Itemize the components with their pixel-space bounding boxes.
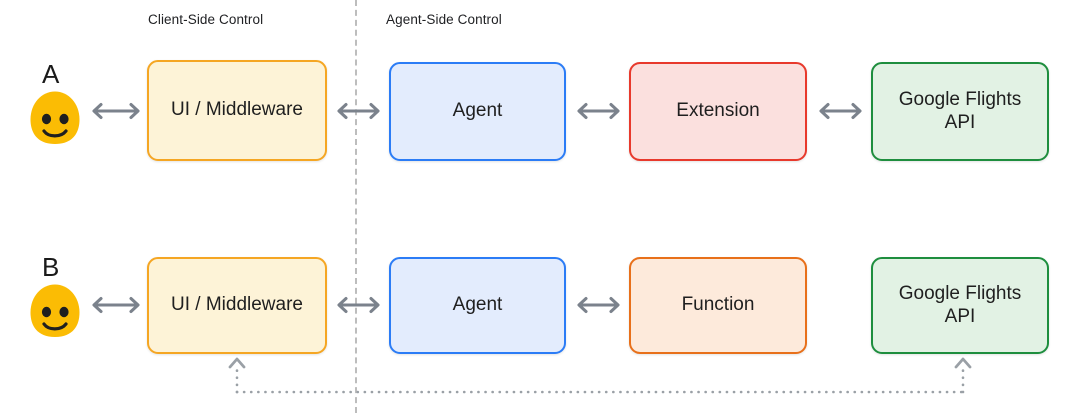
arrow-actor-to-ui-a (92, 102, 140, 120)
dotted-feedback-connector (228, 357, 972, 394)
node-label: Agent (452, 100, 503, 122)
arrow-ui-to-agent-a (337, 102, 380, 120)
arrow-agent-to-extension-a (577, 102, 620, 120)
row-label-a: A (42, 59, 60, 89)
node-agent-a[interactable]: Agent (389, 62, 566, 161)
arrow-ui-to-agent-b (337, 296, 380, 314)
node-agent-b[interactable]: Agent (389, 257, 566, 354)
node-label-line1: Google Flights (898, 89, 1022, 111)
arrow-actor-to-ui-b (92, 296, 140, 314)
smiley-blob-icon (30, 284, 80, 337)
node-label: Agent (452, 294, 503, 316)
node-ui-middleware-b[interactable]: UI / Middleware (147, 257, 327, 354)
node-label: UI / Middleware (171, 294, 303, 316)
node-label: UI / Middleware (171, 99, 303, 121)
node-ui-middleware-a[interactable]: UI / Middleware (147, 60, 327, 161)
section-label-agent-side: Agent-Side Control (386, 12, 502, 27)
row-label-b: B (42, 252, 60, 282)
node-extension-a[interactable]: Extension (629, 62, 807, 161)
node-function-b[interactable]: Function (629, 257, 807, 354)
node-label: Extension (676, 100, 760, 122)
smiley-blob-icon (30, 91, 80, 144)
arrow-agent-to-function-b (577, 296, 620, 314)
node-label: Function (681, 294, 755, 316)
arrow-extension-to-api-a (819, 102, 862, 120)
section-label-client-side: Client-Side Control (148, 12, 264, 27)
node-label-line1: Google Flights (898, 283, 1022, 305)
node-label-line2: API (944, 111, 976, 133)
node-label-line2: API (944, 305, 976, 327)
control-boundary-divider (355, 0, 357, 413)
